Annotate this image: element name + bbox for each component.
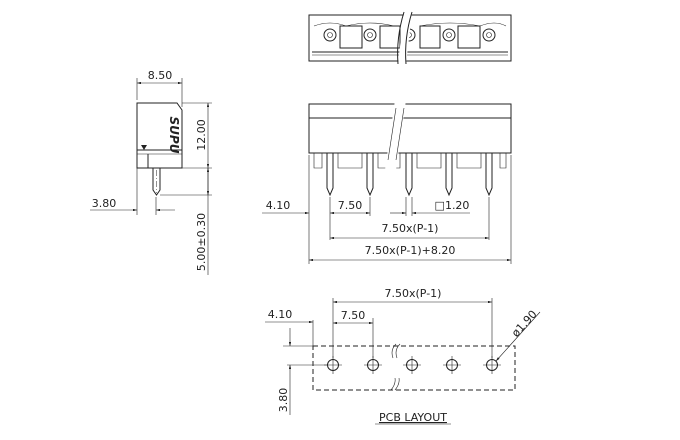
pin-length-dim-label: 5.00±0.30	[195, 213, 208, 271]
span-dim-label: 7.50x(P-1)	[382, 222, 439, 235]
terminal-screws	[323, 25, 496, 49]
pcb-layout-title: PCB LAYOUT	[379, 411, 447, 424]
side-view: SUPU 8.50 12.00 5.00±0.30 3.80	[90, 69, 212, 275]
pcb-row-dim-label: 3.80	[277, 388, 290, 413]
pin-offset-dim-label: 3.80	[92, 197, 117, 210]
svg-text:SUPU: SUPU	[167, 117, 181, 154]
front-view: 4.10 7.50 □1.20 7.50x(P-1) 7.50x(P-1)+8.…	[262, 100, 512, 264]
pcb-pitch-dim-label: 7.50	[341, 309, 366, 322]
width-dim-label: 8.50	[148, 69, 173, 82]
edge-dim-label: 4.10	[266, 199, 291, 212]
pcb-span-dim-label: 7.50x(P-1)	[385, 287, 442, 300]
pin-size-dim-label: □1.20	[435, 199, 470, 212]
hole-dia-dim-label: ø1.90	[509, 308, 540, 340]
total-dim-label: 7.50x(P-1)+8.20	[365, 244, 456, 257]
pcb-layout: 7.50x(P-1) 7.50 4.10 3.80 ø1.90 PCB LAYO…	[265, 287, 541, 425]
brand-logo: SUPU	[141, 117, 181, 154]
pins	[326, 153, 493, 197]
top-view	[308, 11, 512, 65]
height-dim-label: 12.00	[195, 119, 208, 151]
pcb-edge-dim-label: 4.10	[268, 308, 293, 321]
pcb-holes	[324, 356, 501, 374]
pitch-dim-label: 7.50	[338, 199, 363, 212]
